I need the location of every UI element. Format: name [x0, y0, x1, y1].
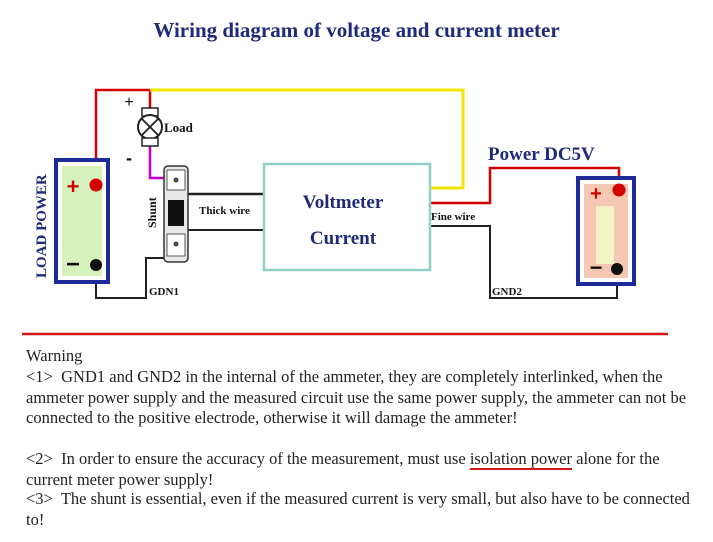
wire-red-power-positive [430, 166, 621, 205]
gnd1-label: GDN1 [149, 286, 179, 298]
wire-red-load-positive [94, 88, 152, 184]
warning-item-2-prefix: <2> [26, 449, 53, 468]
thick-wire-label: Thick wire [199, 205, 250, 217]
warning-item-1-text: GND1 and GND2 in the internal of the amm… [26, 367, 687, 427]
lamp-icon [137, 107, 163, 147]
wire-fine-gnd2 [430, 225, 618, 299]
lamp-minus: - [126, 148, 132, 168]
warning-item-1-prefix: <1> [26, 367, 53, 386]
warning-heading: Warning [26, 346, 83, 365]
warning-item-3-prefix: <3> [26, 489, 53, 508]
load-power-label: LOAD POWER [34, 174, 50, 278]
lamp-plus: + [124, 94, 133, 111]
warning-item-2-text-after: alone for the current meter power supply… [26, 449, 660, 489]
load-battery-minus: − [66, 251, 80, 278]
load-battery-plus: + [67, 174, 80, 199]
lamp-label: Load [164, 120, 194, 135]
warning-item-1: <1> GND1 and GND2 in the internal of the… [26, 367, 696, 429]
warning-item-3-text: The shunt is essential, even if the meas… [26, 489, 690, 529]
warning-item-2-text-before: In order to ensure the accuracy of the m… [61, 449, 466, 468]
load-power-battery: + − [54, 158, 110, 284]
power-battery: + − [576, 176, 636, 286]
power-dc5v-label: Power DC5V [488, 144, 595, 165]
load-battery-negative-terminal [90, 259, 102, 271]
power-battery-minus: − [590, 255, 603, 280]
warning-item-3: <3> The shunt is essential, even if the … [26, 489, 696, 530]
gnd2-label: GND2 [492, 286, 522, 298]
fine-wire-label: Fine wire [431, 211, 475, 223]
voltmeter-ammeter-module: Voltmeter Current [262, 162, 432, 272]
wires [94, 88, 621, 299]
shunt-icon [163, 165, 189, 263]
shunt-label: Shunt [145, 197, 159, 228]
meter-voltmeter-label: Voltmeter [303, 192, 384, 213]
warning-item-2-highlight: isolation power [469, 449, 573, 468]
wire-gnd1 [95, 257, 176, 299]
wire-yellow-signal [150, 88, 465, 190]
wiring-diagram: + − LOAD POWER + - Load Shunt Thick wire… [22, 88, 668, 336]
power-battery-negative-terminal [611, 263, 623, 275]
page-title: Wiring diagram of voltage and current me… [153, 18, 560, 42]
warning-item-2: <2> In order to ensure the accuracy of t… [26, 449, 696, 490]
meter-current-label: Current [310, 228, 377, 249]
power-battery-positive-terminal [612, 183, 626, 197]
power-battery-plus: + [590, 183, 602, 205]
load-battery-positive-terminal [89, 178, 103, 192]
